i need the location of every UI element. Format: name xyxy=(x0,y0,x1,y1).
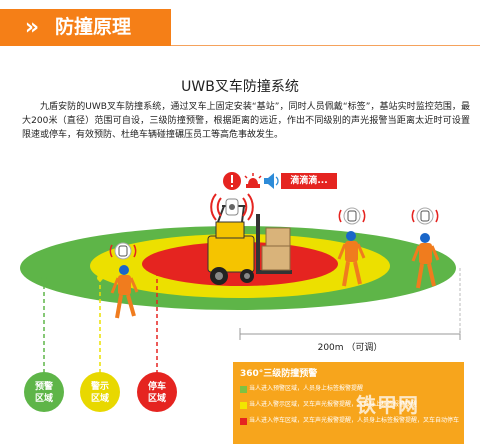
base-station-icon xyxy=(210,193,254,221)
watermark: 铁甲网 xyxy=(356,393,419,417)
alert-icon xyxy=(223,172,241,190)
level-swatch-yellow xyxy=(240,402,247,409)
warning-level-1: 当人进入预警区域，人员身上标签报警提醒 xyxy=(249,385,364,392)
zone-badge-red xyxy=(137,372,177,412)
worker-icon-middle xyxy=(337,231,366,287)
speaker-icon xyxy=(264,173,279,189)
worker-icon-left xyxy=(110,265,139,319)
header-bar xyxy=(0,9,171,46)
level-swatch-red xyxy=(240,418,247,425)
zone-badge-green xyxy=(24,372,64,412)
description: 九盾安防的UWB叉车防撞系统，通过叉车上固定安装“基站”，同时人员佩戴“标签”，… xyxy=(22,102,470,140)
level-swatch-green xyxy=(240,386,247,393)
header-divider xyxy=(171,45,480,46)
alarm-text: 滴滴滴... xyxy=(281,173,337,189)
worker-icon-right xyxy=(411,233,440,289)
warning-panel xyxy=(233,362,464,444)
tag-icon-left xyxy=(109,242,137,260)
tag-icon-right xyxy=(411,207,439,225)
zone-label-warning: 预警区域 xyxy=(34,382,53,404)
siren-icon xyxy=(244,173,262,188)
section-title: 防撞原理 xyxy=(55,16,132,38)
zone-dot-red xyxy=(154,269,160,275)
zone-label-caution: 警示区域 xyxy=(90,382,109,404)
chevron-right-icon: » xyxy=(24,15,40,40)
warning-level-2: 当人进入警示区域，叉车声光报警提醒，人员身上标签报警提醒 xyxy=(249,401,418,408)
tag-icon-middle xyxy=(338,207,366,225)
zone-label-stop: 停车区域 xyxy=(147,382,166,404)
main-title: UWB叉车防撞系统 xyxy=(181,79,299,95)
warning-title: 360°三级防撞预警 xyxy=(240,369,318,379)
zone-dot-green xyxy=(41,275,47,281)
distance-label: 200m （可调） xyxy=(317,343,383,353)
warning-level-3: 当人进入停车区域，叉车声光报警提醒，人员身上标签报警提醒，叉车自动停车 xyxy=(249,417,460,424)
zone-dot-yellow xyxy=(97,275,103,281)
zone-badge-yellow xyxy=(80,372,120,412)
